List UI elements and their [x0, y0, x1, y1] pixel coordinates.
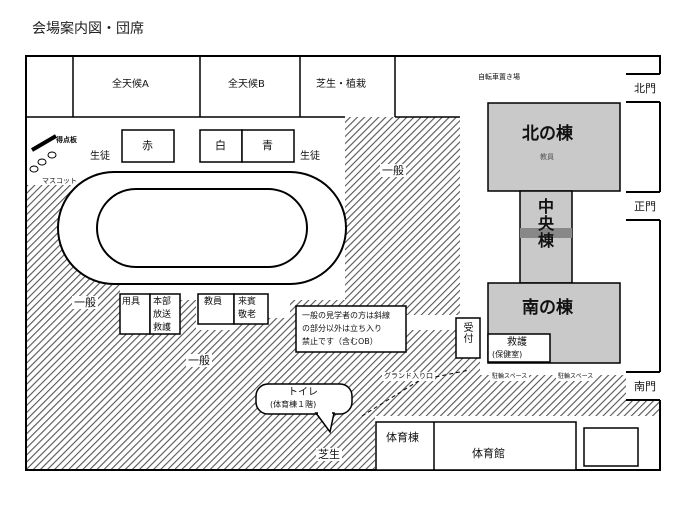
- elderly-label: 敬老: [238, 310, 257, 320]
- hq-label: 本部: [153, 297, 172, 307]
- toilet-callout: [255, 383, 353, 434]
- notice-box: [295, 305, 407, 353]
- gymnasium-label: 体育館: [472, 447, 505, 460]
- notice-line-3: 禁止です（含むOB）: [302, 337, 378, 346]
- seat-white-label: 白: [215, 139, 226, 152]
- hq-tents: [119, 293, 269, 335]
- reception-box: [455, 317, 481, 359]
- general-left-label: 一般: [72, 296, 98, 309]
- reception-label: 受付: [461, 322, 472, 344]
- scoreboard-label: 得点板: [56, 136, 77, 144]
- notice-line-1: 一般の見学者の方は斜線: [302, 311, 390, 320]
- south-wing-label: 南の棟: [522, 298, 573, 318]
- health-room-label: (保健室): [492, 350, 523, 359]
- teachers-label: 教員: [204, 297, 223, 307]
- area-bicycle-parking: 自転車置き場: [478, 73, 520, 81]
- site-boundary: [25, 55, 661, 471]
- toilet-label: トイレ: [288, 387, 318, 398]
- students-left-label: 生徒: [90, 151, 110, 162]
- scoreboard-icon: [30, 134, 58, 152]
- hatched-left-area: [26, 117, 480, 470]
- gate-main-label: 正門: [632, 200, 658, 213]
- guests-label: 来賓: [238, 297, 257, 307]
- toilet-sub-label: (体育棟１階): [270, 400, 317, 409]
- center-wing-label: 中央棟: [535, 198, 554, 249]
- mascot-label: マスコット: [42, 177, 77, 185]
- gym-wing-label: 体育棟: [386, 431, 419, 444]
- area-all-weather-b: 全天候B: [228, 79, 265, 90]
- walking-path: [361, 369, 471, 417]
- area-all-weather-a: 全天候A: [112, 79, 149, 90]
- notice-line-2: の部分以外は立ち入り: [302, 324, 382, 333]
- health-room-box: [487, 333, 551, 363]
- broadcast-label: 放送: [153, 310, 172, 320]
- north-wing-shape: [487, 102, 621, 192]
- north-wing-sub-label: 教員: [540, 153, 554, 161]
- map-title: 会場案内図・団席: [32, 21, 144, 37]
- general-top-label: 一般: [380, 164, 406, 177]
- bike-space-1-label: 駐輪スペース: [490, 373, 530, 381]
- team-seat-boxes: [121, 129, 295, 163]
- gym-buildings: [375, 421, 639, 471]
- ground-entrance-label: グランド入り口: [382, 372, 435, 381]
- top-row-areas: [26, 56, 460, 118]
- equipment-label: 用具: [122, 297, 141, 307]
- general-bottom-label: 一般: [186, 354, 212, 367]
- area-lawn-planting: 芝生・植栽: [316, 79, 366, 90]
- lawn-label: 芝生: [316, 448, 342, 461]
- running-track: [57, 171, 347, 285]
- first-aid-room-label: 救護: [507, 337, 527, 348]
- hatched-bottom-strip: [362, 375, 660, 416]
- school-buildings: [487, 102, 621, 364]
- gate-north-label: 北門: [632, 82, 658, 95]
- hatched-areas: [26, 117, 660, 470]
- north-wing-label: 北の棟: [522, 124, 573, 144]
- gate-south-label: 南門: [632, 380, 658, 393]
- seat-red-label: 赤: [142, 139, 153, 152]
- bike-space-2-label: 駐輪スペース: [556, 373, 596, 381]
- students-right-label: 生徒: [300, 151, 320, 162]
- seat-blue-label: 青: [262, 139, 273, 152]
- first-aid-tent-label: 救護: [153, 323, 172, 333]
- scoreboard-mascot: [29, 134, 58, 173]
